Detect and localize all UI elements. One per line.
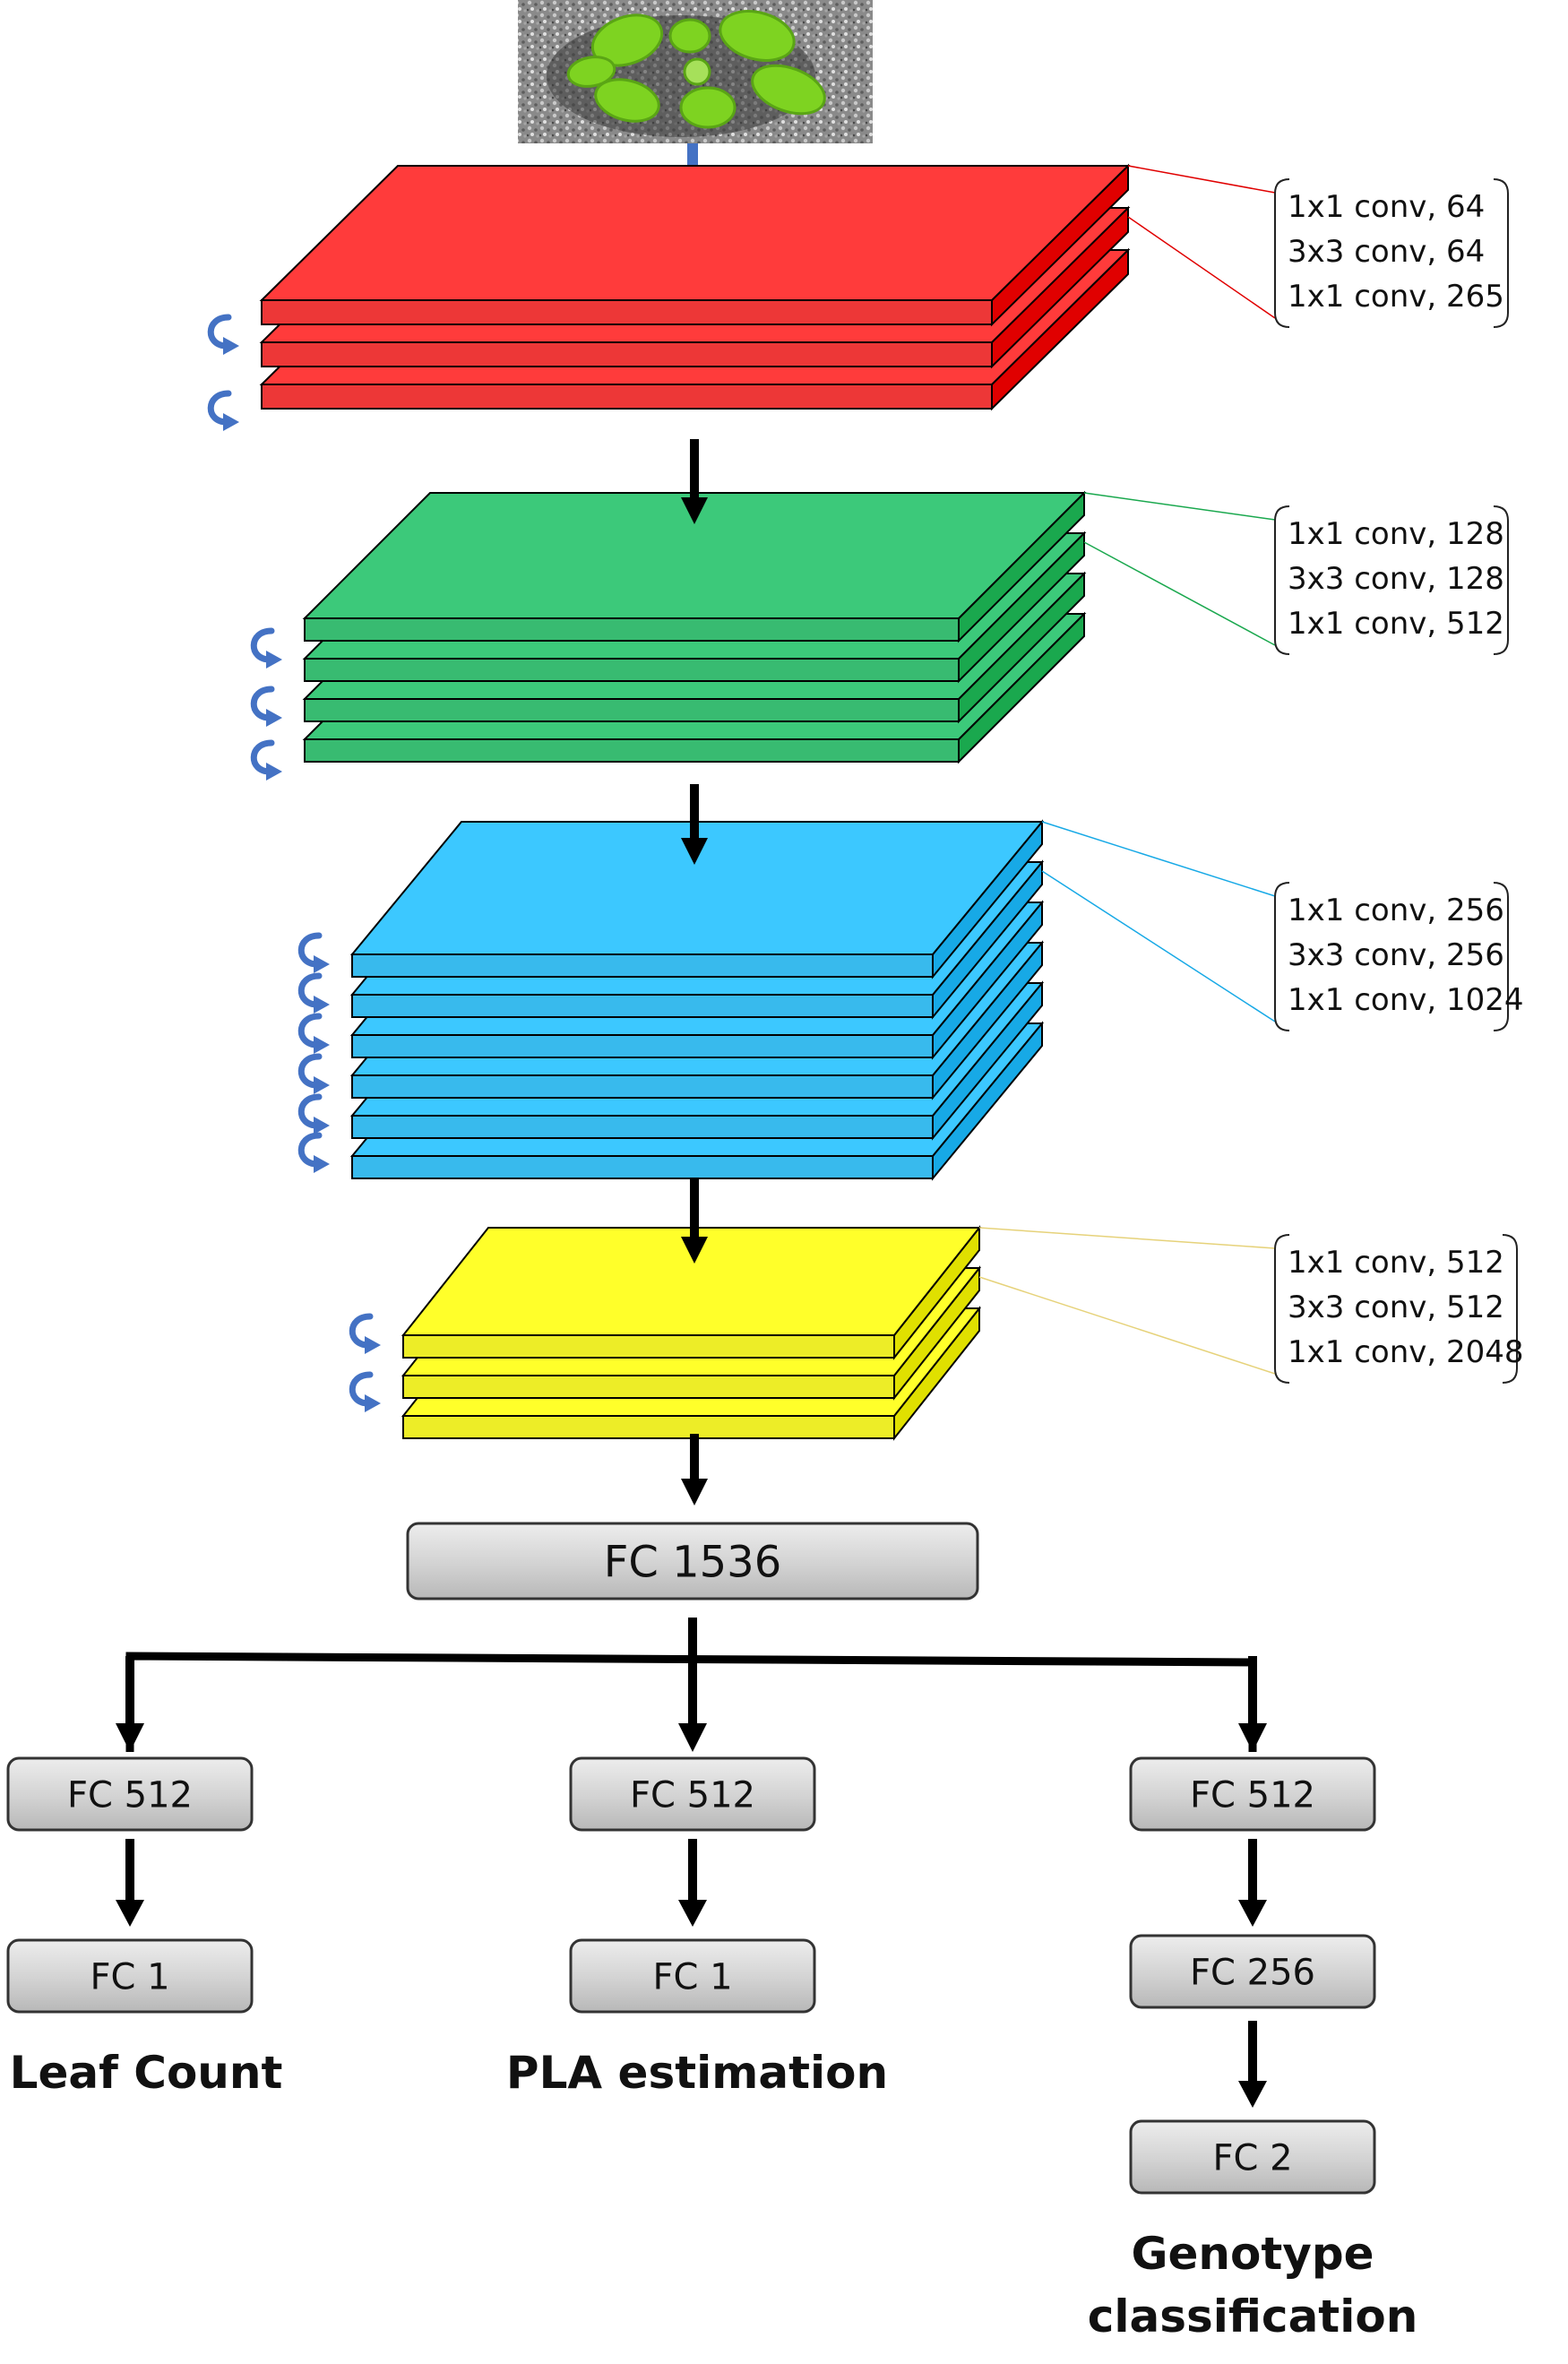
genotype-classification-fc-box: FC 2 (1129, 2119, 1376, 2195)
fc-arrow (116, 1839, 144, 1927)
residual-arrow-icon (207, 390, 239, 431)
stage-3: 1x1 conv, 256 3x3 conv, 256 1x1 conv, 1024 (297, 819, 1524, 1181)
fc-label: FC 512 (630, 1774, 755, 1816)
plant-rosette-icon (566, 10, 826, 129)
leader-line (978, 1227, 1276, 1249)
fc-label: FC 1 (652, 1956, 732, 1997)
layer-spec-box: 1x1 conv, 64 3x3 conv, 64 1x1 conv, 265 (1274, 178, 1509, 328)
leader-line (1041, 821, 1276, 897)
fc-label: FC 512 (67, 1774, 193, 1816)
residual-arrow-icon (349, 1371, 381, 1412)
branch-arrow (116, 1656, 144, 1752)
fc-heads: FC 1536 FC 512 FC 1 Leaf Count FC 512 FC 1 PLA… (6, 1522, 1418, 2342)
stage-arrow (681, 784, 708, 865)
fc-arrow (1238, 2021, 1267, 2108)
residual-arrow-icon (297, 1093, 330, 1135)
leader-line (978, 1276, 1276, 1375)
stage-arrow (681, 1178, 708, 1264)
layer-spec-text: 3x3 conv, 128 (1288, 561, 1504, 597)
layer-spec-text: 1x1 conv, 64 (1288, 189, 1485, 225)
stage-2: 1x1 conv, 128 3x3 conv, 128 1x1 conv, 512 (250, 490, 1509, 781)
residual-arrow-icon (250, 627, 282, 669)
layer-spec-text: 3x3 conv, 64 (1288, 234, 1485, 270)
fc-label: FC 512 (1190, 1774, 1315, 1816)
leader-line (1127, 216, 1276, 319)
leaf-count-label: Leaf Count (10, 2047, 283, 2099)
fc-arrow (1238, 1839, 1267, 1927)
genotype-classification-fc-box: FC 512 (1129, 1756, 1376, 1832)
branch-arrow (678, 1656, 707, 1752)
residual-arrow-icon (250, 686, 282, 727)
pla-estimation-label: PLA estimation (506, 2047, 888, 2099)
fc-label: FC 1536 (604, 1537, 782, 1587)
layer-spec-box: 1x1 conv, 128 3x3 conv, 128 1x1 conv, 512 (1274, 505, 1509, 655)
conv-block-slab (259, 163, 1131, 327)
layer-spec-text: 1x1 conv, 1024 (1288, 982, 1524, 1018)
stage-4: 1x1 conv, 512 3x3 conv, 512 1x1 conv, 2048 (349, 1225, 1524, 1441)
stage-arrow (681, 1434, 708, 1506)
residual-arrow-icon (349, 1313, 381, 1354)
leaf-count-fc-box: FC 512 (6, 1756, 254, 1832)
layer-spec-text: 1x1 conv, 512 (1288, 1245, 1504, 1281)
residual-arrow-icon (297, 972, 330, 1014)
leader-line (1083, 541, 1276, 646)
residual-arrow-icon (297, 1013, 330, 1054)
genotype-classification-label: Genotype (1131, 2228, 1374, 2280)
conv-block-slab (302, 490, 1087, 643)
residual-arrow-icon (297, 932, 330, 973)
genotype-classification-fc-box: FC 256 (1129, 1934, 1376, 2009)
genotype-classification-label: classification (1088, 2291, 1418, 2342)
stage-arrow (681, 439, 708, 524)
layer-spec-text: 1x1 conv, 512 (1288, 606, 1504, 642)
layer-spec-text: 1x1 conv, 265 (1288, 279, 1504, 315)
fc-label: FC 2 (1212, 2137, 1292, 2179)
layer-spec-text: 3x3 conv, 256 (1288, 937, 1504, 973)
residual-arrow-icon (207, 314, 239, 355)
residual-arrow-icon (297, 1053, 330, 1094)
fc-label: FC 256 (1190, 1952, 1315, 1993)
leaf-count-fc-box: FC 1 (6, 1938, 254, 2014)
layer-spec-text: 1x1 conv, 2048 (1288, 1334, 1524, 1370)
fc-label: FC 1 (90, 1956, 169, 1997)
conv-block-slab (401, 1225, 982, 1360)
leader-line (1083, 492, 1276, 521)
layer-spec-box: 1x1 conv, 512 3x3 conv, 512 1x1 conv, 2048 (1274, 1234, 1524, 1384)
layer-spec-text: 1x1 conv, 128 (1288, 516, 1504, 552)
conv-block-slab (349, 819, 1045, 979)
pla-estimation-fc-box: FC 512 (569, 1756, 816, 1832)
fc-1536-box: FC 1536 (406, 1522, 979, 1600)
leader-line (1127, 165, 1276, 194)
stage-1: 1x1 conv, 64 3x3 conv, 64 1x1 conv, 265 (207, 163, 1509, 431)
fc-arrow (678, 1839, 707, 1927)
residual-arrow-icon (297, 1132, 330, 1173)
layer-spec-box: 1x1 conv, 256 3x3 conv, 256 1x1 conv, 1024 (1274, 882, 1524, 1031)
layer-spec-text: 3x3 conv, 512 (1288, 1290, 1504, 1325)
pla-estimation-fc-box: FC 1 (569, 1938, 816, 2014)
residual-arrow-icon (250, 739, 282, 781)
input-image (518, 0, 873, 143)
layer-spec-text: 1x1 conv, 256 (1288, 893, 1504, 928)
branch-arrow (1238, 1656, 1267, 1752)
leader-line (1041, 870, 1276, 1022)
